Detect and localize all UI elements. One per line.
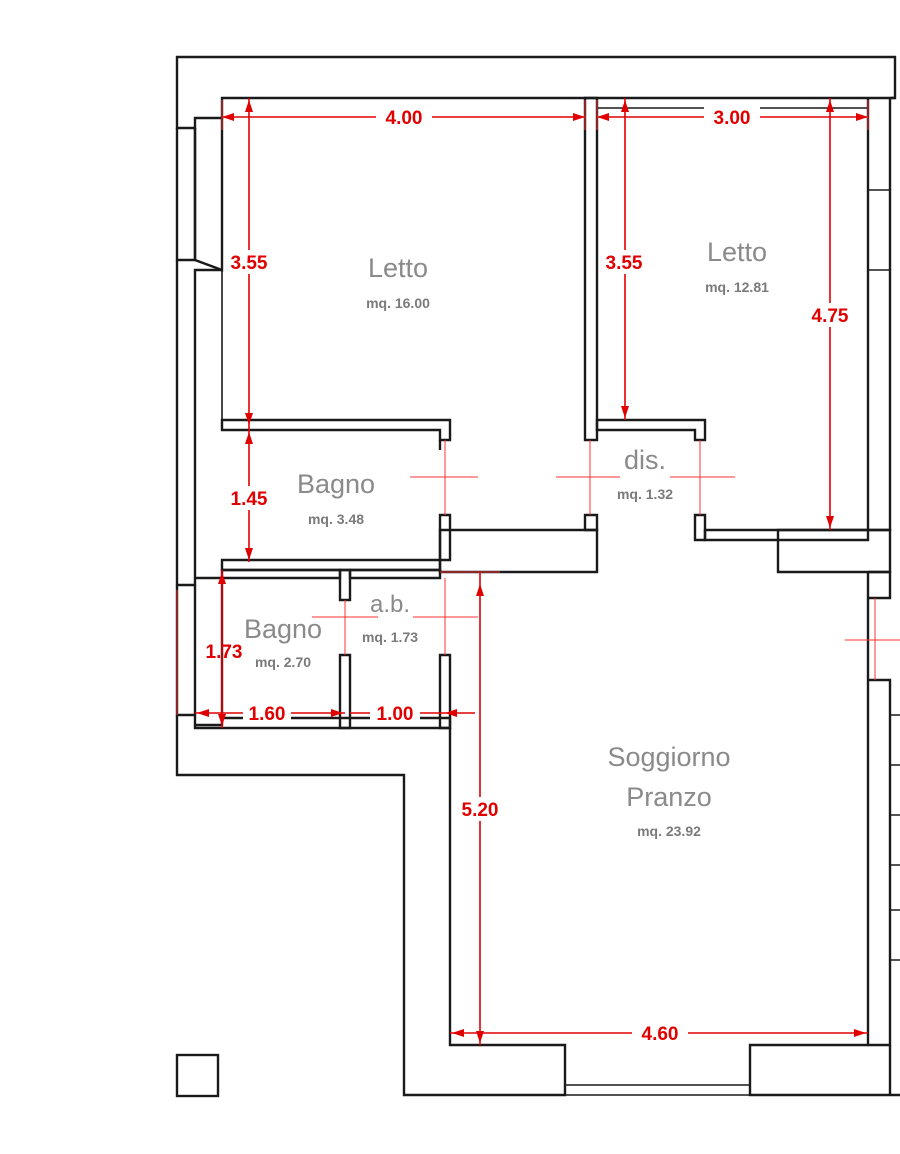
room-soggiorno: Soggiorno Pranzo mq. 23.92: [607, 742, 730, 839]
room-area: mq. 1.73: [362, 629, 418, 645]
dim-bagno1-depth: 1.45: [231, 489, 268, 510]
dim-soggiorno-width: 4.60: [642, 1024, 679, 1045]
room-name: Letto: [368, 253, 428, 283]
room-area: mq. 16.00: [366, 295, 430, 311]
room-dis: dis. mq. 1.32: [617, 445, 673, 502]
dim-letto2-width: 3.00: [714, 108, 751, 129]
dim-soggiorno-depth: 5.20: [462, 800, 499, 821]
room-letto-1: Letto mq. 16.00: [366, 253, 430, 311]
dim-ab-width: 1.00: [377, 704, 414, 725]
room-name-line2: Pranzo: [626, 782, 712, 812]
room-name: Bagno: [244, 614, 322, 644]
room-area: mq. 12.81: [705, 279, 769, 295]
dim-letto2-depth: 3.55: [606, 253, 643, 274]
dim-letto1-width: 4.00: [386, 108, 423, 129]
room-name: Bagno: [297, 469, 375, 499]
dim-letto2-right-depth: 4.75: [812, 306, 849, 327]
dim-bagno2-depth: 1.73: [206, 642, 243, 663]
room-area: mq. 1.32: [617, 486, 673, 502]
room-area: mq. 23.92: [637, 823, 701, 839]
room-name: a.b.: [370, 591, 410, 618]
room-area: mq. 3.48: [308, 511, 364, 527]
walls: [175, 55, 900, 1098]
room-bagno-1: Bagno mq. 3.48: [297, 469, 375, 527]
room-bagno-2: Bagno mq. 2.70: [244, 614, 322, 670]
room-labels: Letto mq. 16.00 Letto mq. 12.81 Bagno mq…: [244, 237, 769, 839]
room-name: Letto: [707, 237, 767, 267]
dim-letto1-depth: 3.55: [231, 253, 268, 274]
room-name: dis.: [624, 445, 666, 475]
dimension-labels: 4.00 3.00 3.55 3.55 4.75 1.45 1.73 1.60 …: [206, 106, 854, 1045]
room-area: mq. 2.70: [255, 654, 311, 670]
room-letto-2: Letto mq. 12.81: [705, 237, 769, 295]
dim-bagno2-width: 1.60: [249, 704, 286, 725]
room-ab: a.b. mq. 1.73: [362, 591, 418, 645]
room-name-line1: Soggiorno: [607, 742, 730, 772]
